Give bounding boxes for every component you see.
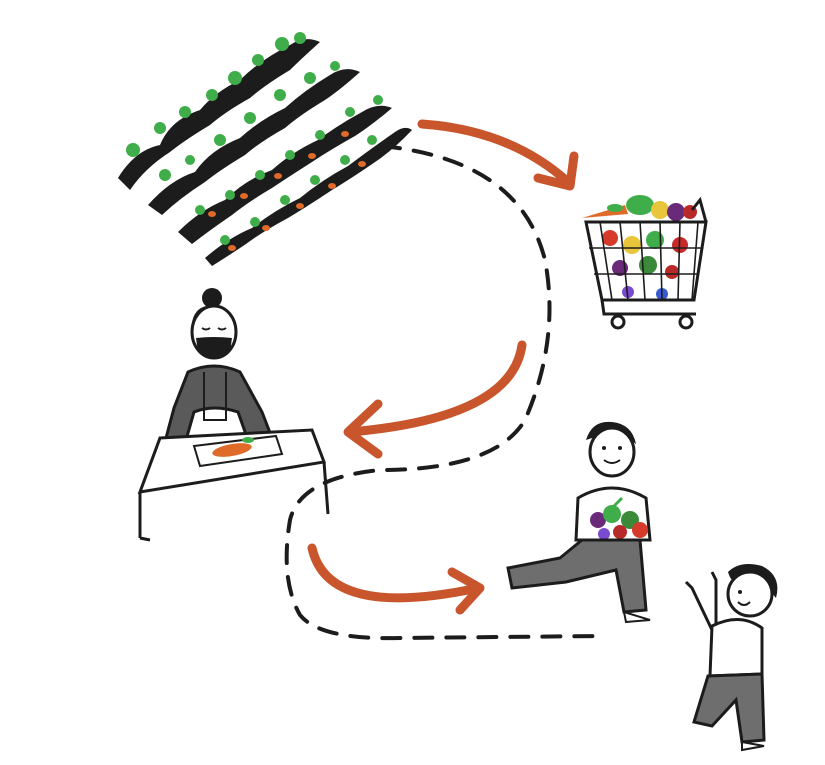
runner-pants	[506, 538, 648, 614]
field-row	[118, 39, 320, 190]
runner-vegetables	[590, 496, 648, 540]
shopping-cart-icon	[582, 195, 708, 330]
child-smile	[737, 601, 751, 606]
arrow-cart-to-cook-head	[343, 399, 383, 459]
counter-front	[138, 461, 330, 542]
runner-face	[588, 426, 636, 478]
arrow-field-to-cart	[417, 119, 573, 187]
child-face	[726, 570, 774, 618]
arrow-field-to-cart-head	[533, 151, 579, 191]
child-cheering-icon	[684, 564, 778, 752]
cart-vegetables	[582, 195, 697, 300]
field-row	[148, 69, 360, 215]
field-row	[178, 105, 392, 244]
arrow-cook-to-runner	[307, 543, 483, 603]
person-carrying-vegetables-icon	[506, 421, 652, 624]
cart-wheel	[678, 314, 694, 330]
cart-handle	[690, 196, 708, 223]
cart-grid	[589, 221, 702, 301]
carrot	[212, 443, 252, 457]
arrow-cook-to-runner-head	[447, 567, 485, 615]
child-shirt	[708, 618, 764, 678]
farm-field-icon	[118, 32, 412, 267]
cook-shirt	[164, 364, 275, 442]
cart-frame	[600, 299, 696, 316]
flow-arrows	[307, 119, 579, 615]
arrow-cart-to-cook	[345, 340, 527, 437]
cart-wheel	[610, 314, 626, 330]
carrot-tops	[208, 131, 366, 251]
hair-bun	[202, 288, 222, 308]
child-arm-left	[684, 580, 714, 631]
child-pants	[692, 672, 766, 744]
child-shoe	[741, 740, 765, 752]
child-arm-right	[710, 571, 718, 624]
runner-smile	[603, 459, 621, 464]
runner-shoe	[622, 610, 651, 624]
closed-eyes	[201, 327, 227, 331]
plant-leaves	[126, 32, 383, 245]
cook-apron	[203, 372, 227, 421]
carrot-leaf	[242, 437, 254, 443]
dashed-path	[284, 144, 602, 641]
face-mask	[196, 337, 232, 357]
person-cooking-icon	[137, 288, 330, 542]
